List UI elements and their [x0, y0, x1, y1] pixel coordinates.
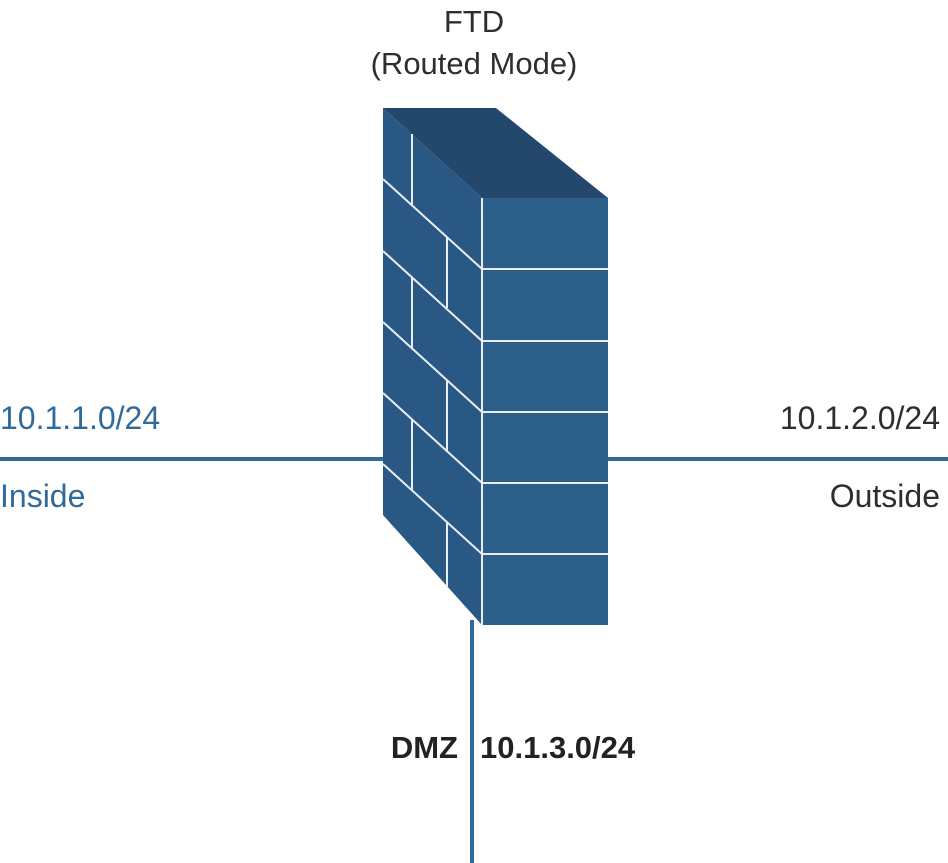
firewall-top-face	[383, 108, 608, 198]
device-mode-label: (Routed Mode)	[370, 46, 578, 81]
firewall-mortar-front	[482, 268, 608, 555]
inside-zone-label: Inside	[0, 478, 86, 514]
outside-zone-label: Outside	[829, 478, 940, 514]
outside-subnet-label: 10.1.2.0/24	[779, 400, 940, 436]
inside-subnet-label: 10.1.1.0/24	[0, 400, 161, 436]
dmz-zone-label: DMZ	[390, 730, 458, 765]
firewall-icon	[382, 108, 608, 625]
firewall-mortar-side	[382, 134, 483, 625]
device-name-label: FTD	[443, 4, 505, 39]
dmz-subnet-label: 10.1.3.0/24	[480, 730, 636, 765]
